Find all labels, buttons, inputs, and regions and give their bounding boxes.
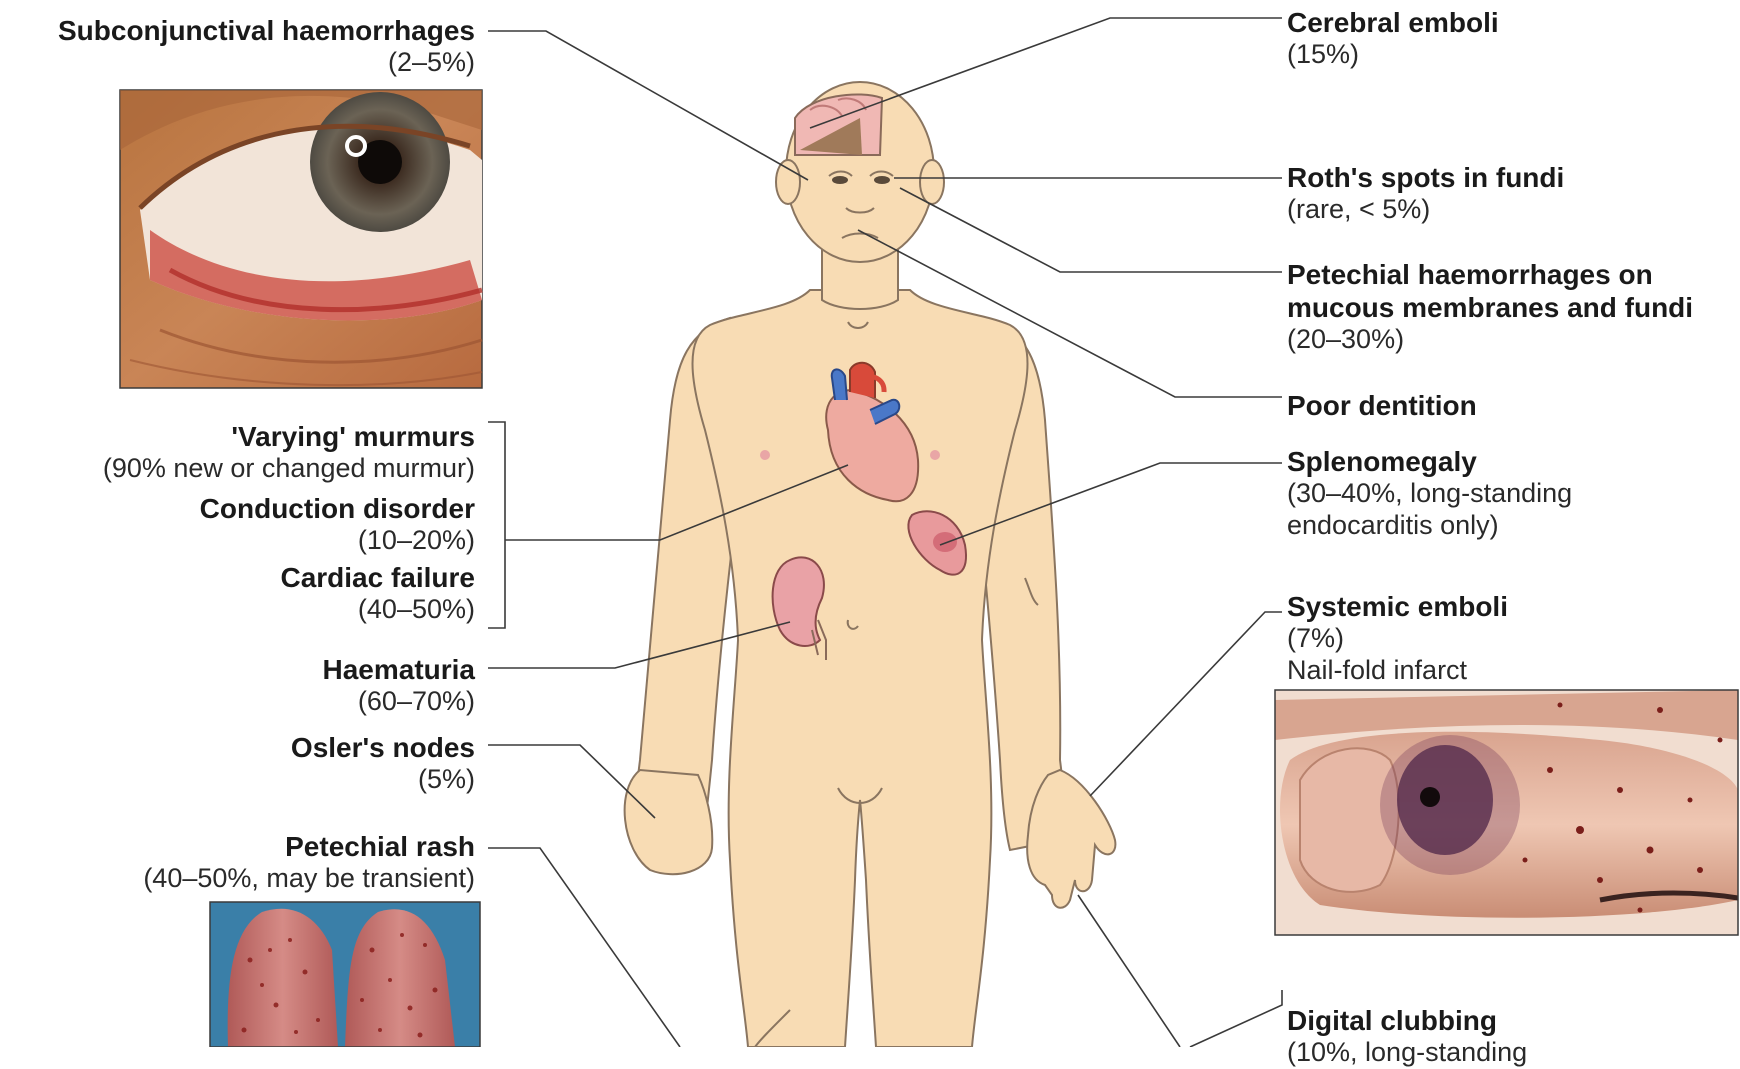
human-figure — [625, 82, 1116, 1047]
splenomegaly-percent-line1: (30–40%, long-standing — [1287, 478, 1572, 510]
subconjunctival-percent: (2–5%) — [58, 47, 475, 79]
conduction-disorder-label: Conduction disorder (10–20%) — [200, 492, 475, 557]
conduction-percent: (10–20%) — [200, 525, 475, 557]
petechial-rash-label: Petechial rash (40–50%, may be transient… — [143, 830, 475, 895]
haematuria-percent: (60–70%) — [322, 686, 475, 718]
nail-fold-infarct-photo — [1275, 690, 1738, 935]
subconjunctival-haemorrhage-photo — [120, 90, 482, 388]
oslers-percent: (5%) — [291, 764, 475, 796]
murmurs-title: 'Varying' murmurs — [103, 420, 475, 453]
cerebral-emboli-label: Cerebral emboli (15%) — [1287, 6, 1499, 71]
dentition-title: Poor dentition — [1287, 389, 1477, 422]
roths-spots-label: Roth's spots in fundi (rare, < 5%) — [1287, 161, 1564, 226]
cardiac-failure-label: Cardiac failure (40–50%) — [280, 561, 475, 626]
cerebral-title: Cerebral emboli — [1287, 6, 1499, 39]
splenomegaly-label: Splenomegaly (30–40%, long-standing endo… — [1287, 445, 1572, 542]
varying-murmurs-label: 'Varying' murmurs (90% new or changed mu… — [103, 420, 475, 485]
clubbing-title: Digital clubbing — [1287, 1004, 1527, 1037]
petechial-mucous-title-line1: Petechial haemorrhages on — [1287, 258, 1693, 291]
nail-fold-infarct-caption: Nail-fold infarct — [1287, 655, 1508, 687]
petechial-mucous-label: Petechial haemorrhages on mucous membran… — [1287, 258, 1693, 356]
petechial-rash-percent: (40–50%, may be transient) — [143, 863, 475, 895]
oslers-nodes-label: Osler's nodes (5%) — [291, 731, 475, 796]
haematuria-label: Haematuria (60–70%) — [322, 653, 475, 718]
systemic-percent: (7%) — [1287, 623, 1508, 655]
petechial-mucous-title-line2: mucous membranes and fundi — [1287, 291, 1693, 324]
cardiac-failure-percent: (40–50%) — [280, 594, 475, 626]
oslers-title: Osler's nodes — [291, 731, 475, 764]
conduction-title: Conduction disorder — [200, 492, 475, 525]
petechial-mucous-percent: (20–30%) — [1287, 324, 1693, 356]
roths-title: Roth's spots in fundi — [1287, 161, 1564, 194]
subconjunctival-title: Subconjunctival haemorrhages — [58, 14, 475, 47]
subconjunctival-haemorrhages-label: Subconjunctival haemorrhages (2–5%) — [58, 14, 475, 79]
roths-percent: (rare, < 5%) — [1287, 194, 1564, 226]
cerebral-percent: (15%) — [1287, 39, 1499, 71]
brain-icon — [795, 94, 882, 155]
systemic-emboli-label: Systemic emboli (7%) Nail-fold infarct — [1287, 590, 1508, 687]
splenomegaly-title: Splenomegaly — [1287, 445, 1572, 478]
clubbing-percent: (10%, long-standing — [1287, 1037, 1527, 1069]
systemic-title: Systemic emboli — [1287, 590, 1508, 623]
petechial-rash-photo — [210, 902, 480, 1047]
poor-dentition-label: Poor dentition — [1287, 389, 1477, 422]
petechial-rash-title: Petechial rash — [143, 830, 475, 863]
splenomegaly-percent-line2: endocarditis only) — [1287, 510, 1572, 542]
cardiac-failure-title: Cardiac failure — [280, 561, 475, 594]
digital-clubbing-label: Digital clubbing (10%, long-standing — [1287, 1004, 1527, 1069]
haematuria-title: Haematuria — [322, 653, 475, 686]
murmurs-percent: (90% new or changed murmur) — [103, 453, 475, 485]
